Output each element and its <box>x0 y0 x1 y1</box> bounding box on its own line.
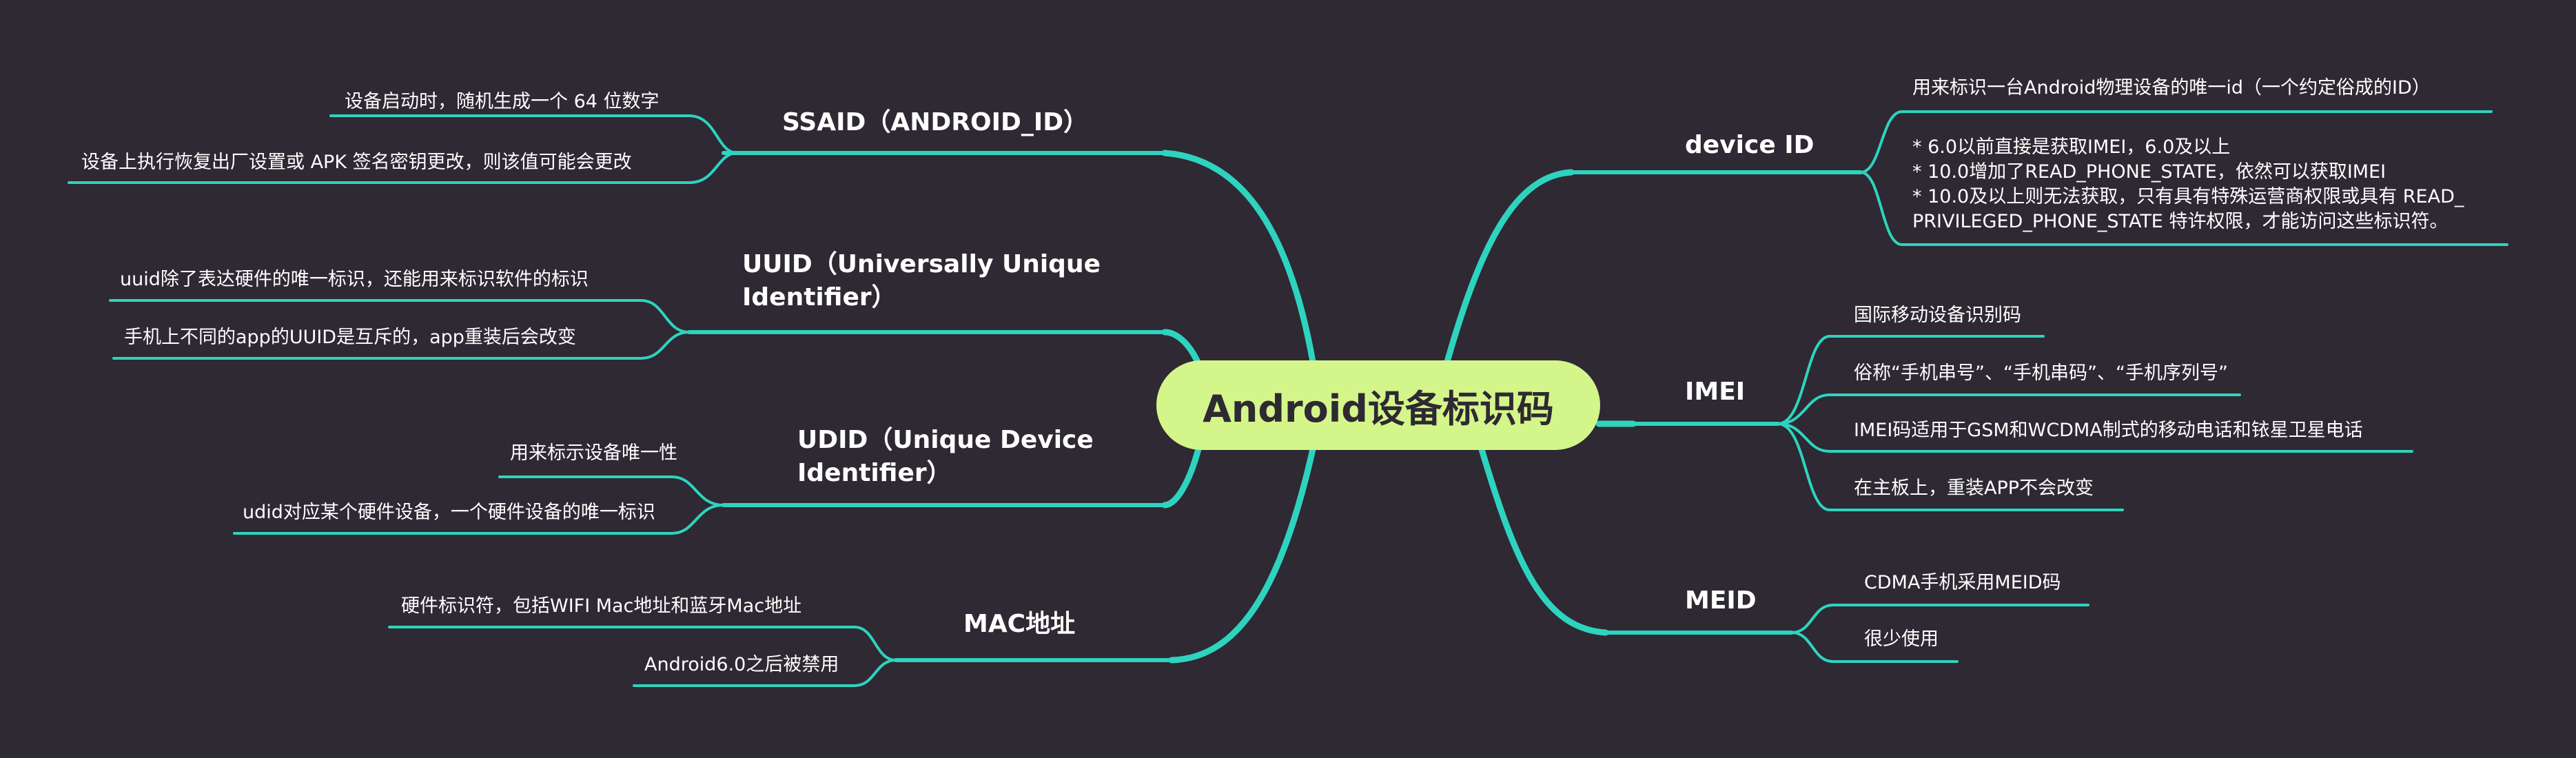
leaf-uuid-1[interactable]: uuid除了表达硬件的唯一标识，还能用来标识软件的标识 <box>120 269 589 290</box>
link-udid <box>1161 443 1203 509</box>
link-mac <box>1168 446 1316 664</box>
leaf-link-meid-1 <box>1790 604 2089 634</box>
branch-imei[interactable]: IMEI <box>1685 378 1746 406</box>
branch-udid[interactable]: UDID（Unique Device Identifier） <box>797 424 1156 490</box>
leaf-imei-1[interactable]: 国际移动设备识别码 <box>1854 305 2021 326</box>
leaf-uuid-2[interactable]: 手机上不同的app的UUID是互斥的，app重装后会改变 <box>124 327 576 348</box>
branch-udid-line1: UDID（Unique Device <box>797 426 1094 454</box>
branch-meid[interactable]: MEID <box>1685 586 1757 615</box>
leaf-device-id-2[interactable]: * 6.0以前直接是获取IMEI，6.0及以上 * 10.0增加了READ_PH… <box>1912 135 2505 234</box>
leaf-imei-2[interactable]: 俗称“手机串号”、“手机串码”、“手机序列号” <box>1854 362 2228 384</box>
leaf-imei-3[interactable]: IMEI码适用于GSM和WCDMA制式的移动电话和铱星卫星电话 <box>1854 420 2363 441</box>
central-topic[interactable]: Android设备标识码 <box>1156 360 1600 450</box>
leaf-meid-1[interactable]: CDMA手机采用MEID码 <box>1864 572 2061 593</box>
leaf-link-imei-1 <box>1777 335 2045 425</box>
leaf-device-id-2-line2: * 10.0增加了READ_PHONE_STATE，依然可以获取IMEI <box>1912 161 2386 183</box>
leaf-link-udid-2 <box>233 504 725 535</box>
leaf-link-imei-2 <box>1777 393 2241 425</box>
link-uuid <box>1161 329 1203 369</box>
leaf-imei-4[interactable]: 在主板上，重装APP不会改变 <box>1854 478 2094 499</box>
leaf-device-id-1[interactable]: 用来标识一台Android物理设备的唯一id（一个约定俗成的ID） <box>1912 77 2431 99</box>
branch-udid-line2: Identifier） <box>797 459 952 487</box>
leaf-device-id-2-line3: * 10.0及以上则无法获取，只有具有特殊运营商权限或具有 READ_ <box>1912 186 2464 207</box>
leaf-link-mac-2 <box>633 659 897 687</box>
leaf-link-ssaid-2 <box>68 152 739 184</box>
leaf-mac-2[interactable]: Android6.0之后被禁用 <box>644 654 839 675</box>
leaf-link-ssaid-1 <box>329 114 739 154</box>
link-ssaid <box>1161 150 1316 365</box>
leaf-link-uuid-1 <box>109 299 691 334</box>
branch-device-id[interactable]: device ID <box>1685 131 1815 159</box>
link-meid <box>1478 446 1609 636</box>
leaf-link-device-2 <box>1859 171 2508 246</box>
leaf-link-uuid-2 <box>112 331 691 360</box>
link-device-id <box>1444 169 1575 365</box>
branch-mac[interactable]: MAC地址 <box>963 610 1076 638</box>
leaf-meid-2[interactable]: 很少使用 <box>1864 628 1939 650</box>
leaf-link-imei-4 <box>1777 422 2124 511</box>
leaf-link-device-1 <box>1859 110 2493 174</box>
leaf-device-id-2-line1: * 6.0以前直接是获取IMEI，6.0及以上 <box>1912 136 2231 158</box>
leaf-mac-1[interactable]: 硬件标识符，包括WIFI Mac地址和蓝牙Mac地址 <box>401 595 802 617</box>
leaf-udid-1[interactable]: 用来标示设备唯一性 <box>510 442 677 464</box>
leaf-udid-2[interactable]: udid对应某个硬件设备，一个硬件设备的唯一标识 <box>243 502 655 523</box>
branch-uuid-line1: UUID（Universally Unique <box>742 250 1101 278</box>
leaf-link-imei-3 <box>1777 422 2413 453</box>
leaf-link-udid-1 <box>498 475 725 506</box>
branch-uuid[interactable]: UUID（Universally Unique Identifier） <box>742 248 1156 314</box>
leaf-link-meid-2 <box>1790 631 1959 663</box>
leaf-link-mac-1 <box>388 626 897 662</box>
leaf-device-id-2-line4: PRIVILEGED_PHONE_STATE 特许权限，才能访问这些标识符。 <box>1912 211 2449 232</box>
branch-uuid-line2: Identifier） <box>742 283 897 311</box>
leaf-ssaid-2[interactable]: 设备上执行恢复出厂设置或 APK 签名密钥更改，则该值可能会更改 <box>81 152 632 173</box>
leaf-ssaid-1[interactable]: 设备启动时，随机生成一个 64 位数字 <box>345 91 660 112</box>
branch-ssaid[interactable]: SSAID（ANDROID_ID） <box>782 108 1089 136</box>
